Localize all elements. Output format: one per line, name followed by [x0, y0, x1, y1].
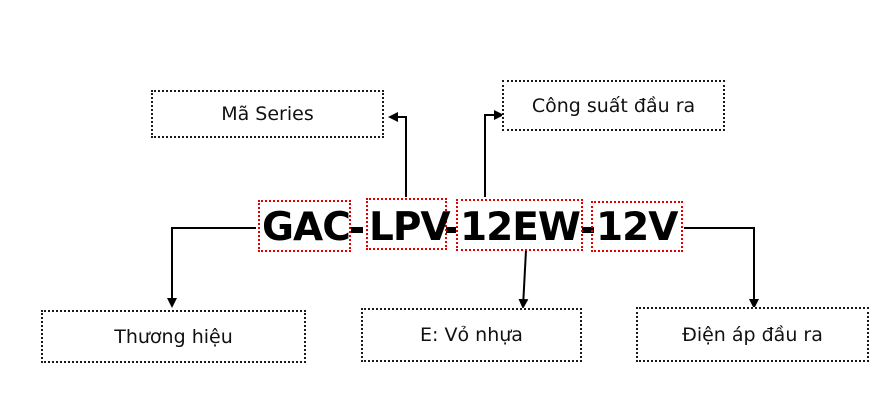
segment-brand: GAC: [262, 205, 351, 250]
segment-box-brand: [258, 200, 351, 252]
segment-power: 12EW: [460, 205, 581, 250]
label-case-text: E: Vỏ nhựa: [420, 324, 523, 346]
label-power-text: Công suất đầu ra: [531, 94, 696, 117]
segment-box-power: [456, 199, 583, 251]
hyphen-2: [446, 227, 456, 233]
label-series: Mã Series: [151, 90, 384, 138]
segment-voltage: 12V: [596, 205, 678, 250]
hyphen-3: [582, 227, 594, 233]
connector-series: [388, 112, 407, 197]
connector-case: [518, 249, 529, 309]
hyphen-1: [351, 227, 363, 233]
connector-power: [484, 110, 504, 197]
label-voltage: Điện áp đầu ra: [636, 307, 869, 362]
label-series-text: Mã Series: [221, 103, 314, 125]
segment-box-series: [366, 198, 447, 250]
label-brand: Thương hiệu: [41, 310, 306, 363]
label-brand-text: Thương hiệu: [114, 325, 233, 348]
label-voltage-text: Điện áp đầu ra: [682, 323, 823, 346]
label-case: E: Vỏ nhựa: [361, 308, 582, 362]
connector-brand: [167, 227, 256, 308]
label-power: Công suất đầu ra: [502, 80, 725, 131]
segment-box-voltage: [591, 201, 683, 252]
segment-series: LPV: [369, 205, 451, 250]
connector-voltage: [684, 227, 759, 309]
